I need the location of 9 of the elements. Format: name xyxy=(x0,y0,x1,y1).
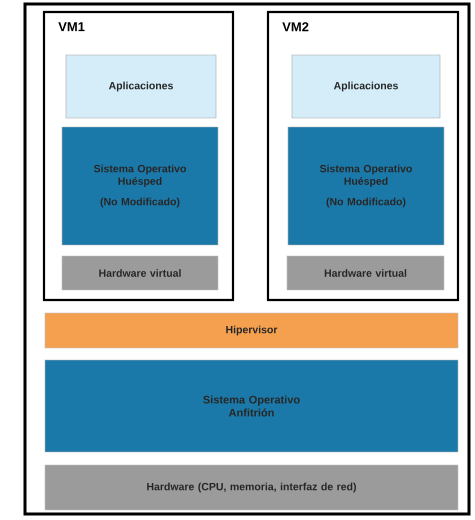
operating-system-box: Sistema Operativo Huésped (No Modificado) xyxy=(62,126,218,246)
operating-system-box: Sistema Operativo Huésped (No Modificado) xyxy=(288,126,444,246)
operating-system-box: Sistema Operativo Anfitrión xyxy=(44,360,458,452)
applications-box: Aplicaciones xyxy=(66,54,216,118)
hardware-box: Hardware virtual xyxy=(286,256,444,290)
applications-box: Aplicaciones xyxy=(292,54,440,118)
hypervisor-bar: Hipervisor xyxy=(44,312,458,348)
hardware-box: Hardware (CPU, memoria, interfaz de red) xyxy=(44,464,458,510)
hardware-box: Hardware virtual xyxy=(62,256,218,290)
